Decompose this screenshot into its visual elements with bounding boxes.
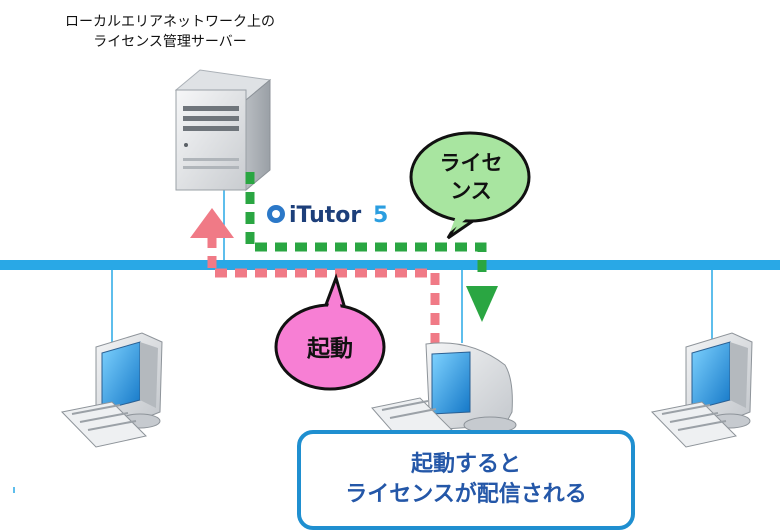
computer-icon	[61, 332, 163, 448]
callout-line1: 起動すると	[410, 452, 521, 477]
license-path	[245, 172, 498, 322]
license-bubble: ライセ ンス	[409, 131, 531, 240]
license-bubble-line1: ライセ	[440, 151, 503, 175]
license-bubble-line2: ンス	[450, 179, 492, 203]
launch-path	[190, 208, 440, 345]
itutor-logo: iTutor 5	[267, 203, 388, 228]
launch-bubble: 起動	[274, 273, 386, 391]
logo-brand: iTutor	[289, 203, 361, 228]
network-diagram: iTutor 5 ライセ ンス 起動	[0, 69, 780, 493]
arrow-down-icon	[466, 286, 498, 322]
svg-text:iTutor 5: iTutor 5	[289, 203, 388, 228]
server-label-line1: ローカルエリアネットワーク上の	[65, 14, 275, 30]
summary-callout: 起動すると ライセンスが配信される	[297, 430, 635, 530]
logo-version: 5	[373, 203, 388, 228]
callout-line2: ライセンスが配信される	[345, 482, 587, 507]
arrow-up-icon	[190, 208, 234, 238]
server-label-line2: ライセンス管理サーバー	[93, 34, 247, 50]
computer-icon	[371, 342, 517, 441]
server-icon	[174, 69, 272, 192]
launch-bubble-text: 起動	[307, 336, 353, 362]
computer-icon	[651, 332, 753, 448]
server-label: ローカルエリアネットワーク上の ライセンス管理サーバー	[20, 12, 320, 52]
